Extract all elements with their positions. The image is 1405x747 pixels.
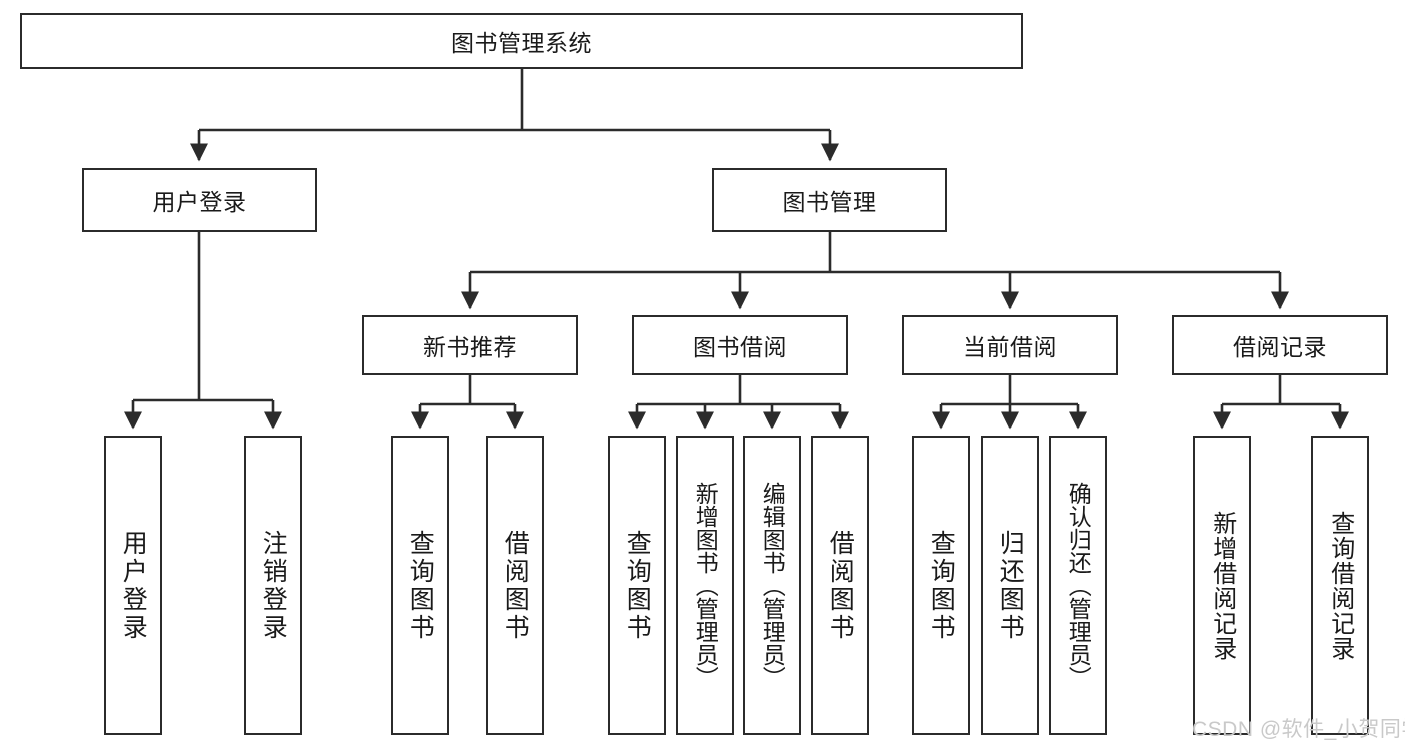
leaf-borrow-book-recommend-label: 借阅图书 [501, 529, 530, 642]
leaf-query-book-recommend[interactable]: 查询图书 [391, 436, 449, 735]
leaf-query-book-borrow-label: 查询图书 [623, 529, 652, 642]
leaf-edit-book-admin[interactable]: 编辑图书（管理员） [743, 436, 801, 735]
node-current-borrow[interactable]: 当前借阅 [902, 315, 1118, 375]
leaf-borrow-book-label: 借阅图书 [826, 529, 855, 642]
node-root-system[interactable]: 图书管理系统 [20, 13, 1023, 69]
node-book-management-label: 图书管理 [782, 189, 877, 215]
node-book-borrow-label: 图书借阅 [693, 334, 787, 360]
leaf-query-book-current-label: 查询图书 [927, 529, 956, 642]
node-new-book-recommend-label: 新书推荐 [423, 334, 517, 360]
leaf-add-borrow-record-label: 新增借阅记录 [1208, 510, 1236, 661]
leaf-return-book[interactable]: 归还图书 [981, 436, 1039, 735]
csdn-watermark: CSDN @软件_小贺同学 [1192, 718, 1405, 741]
leaf-borrow-book[interactable]: 借阅图书 [811, 436, 869, 735]
leaf-query-borrow-record-label: 查询借阅记录 [1326, 510, 1354, 661]
node-user-login[interactable]: 用户登录 [82, 168, 317, 232]
node-user-login-label: 用户登录 [152, 189, 247, 215]
leaf-confirm-return-admin[interactable]: 确认归还（管理员） [1049, 436, 1107, 735]
leaf-edit-book-admin-label: 编辑图书（管理员） [759, 482, 786, 689]
leaf-borrow-book-recommend[interactable]: 借阅图书 [486, 436, 544, 735]
leaf-query-book-current[interactable]: 查询图书 [912, 436, 970, 735]
node-borrow-record[interactable]: 借阅记录 [1172, 315, 1388, 375]
leaf-query-book-recommend-label: 查询图书 [406, 529, 435, 642]
leaf-add-borrow-record[interactable]: 新增借阅记录 [1193, 436, 1251, 735]
node-current-borrow-label: 当前借阅 [963, 334, 1057, 360]
leaf-query-borrow-record[interactable]: 查询借阅记录 [1311, 436, 1369, 735]
leaf-user-login[interactable]: 用户登录 [104, 436, 162, 735]
leaf-query-book-borrow[interactable]: 查询图书 [608, 436, 666, 735]
leaf-logout[interactable]: 注销登录 [244, 436, 302, 735]
node-borrow-record-label: 借阅记录 [1233, 334, 1327, 360]
node-root-label: 图书管理系统 [451, 30, 592, 56]
node-book-management[interactable]: 图书管理 [712, 168, 947, 232]
leaf-add-book-admin[interactable]: 新增图书（管理员） [676, 436, 734, 735]
leaf-add-book-admin-label: 新增图书（管理员） [692, 482, 719, 689]
node-new-book-recommend[interactable]: 新书推荐 [362, 315, 578, 375]
leaf-user-login-label: 用户登录 [119, 529, 148, 642]
leaf-logout-label: 注销登录 [259, 529, 288, 642]
node-book-borrow[interactable]: 图书借阅 [632, 315, 848, 375]
leaf-confirm-return-admin-label: 确认归还（管理员） [1065, 482, 1092, 689]
leaf-return-book-label: 归还图书 [996, 529, 1025, 642]
